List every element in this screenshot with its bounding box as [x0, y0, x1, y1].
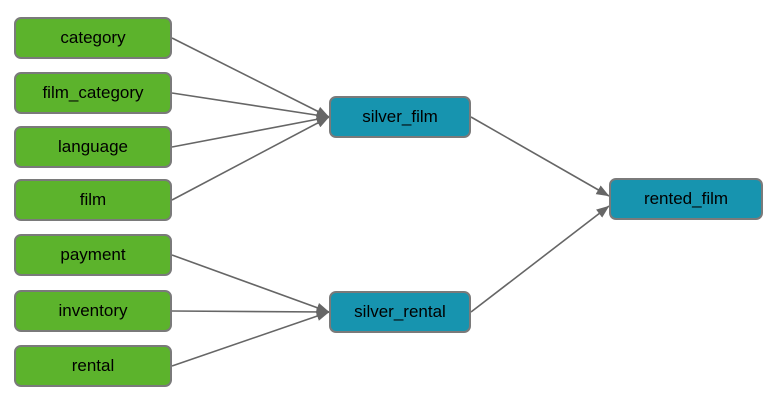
node-silver_rental-label: silver_rental [354, 302, 446, 321]
node-rented_film-label: rented_film [643, 189, 729, 208]
node-rental[interactable]: rental [14, 345, 172, 387]
node-rented_film[interactable]: rented_film [609, 178, 763, 220]
node-rental-label: rental [71, 356, 115, 375]
edge-film_category-silver_film [171, 92, 330, 121]
node-language[interactable]: language [14, 126, 172, 168]
node-inventory-label: inventory [58, 301, 128, 320]
edge-silver_film-rented_film [470, 116, 610, 197]
edge-silver_rental-rented_film [470, 205, 610, 313]
edge-inventory-silver_rental [171, 306, 330, 317]
node-silver_rental[interactable]: silver_rental [329, 291, 471, 333]
node-inventory[interactable]: inventory [14, 290, 172, 332]
edge-rental-silver_rental [171, 311, 330, 367]
edge-film-silver_film [171, 116, 330, 201]
node-silver_film[interactable]: silver_film [329, 96, 471, 138]
edge-category-silver_film [171, 37, 330, 118]
node-film_category[interactable]: film_category [14, 72, 172, 114]
node-silver_film-label: silver_film [362, 107, 438, 126]
node-language-label: language [58, 137, 128, 156]
node-category[interactable]: category [14, 17, 172, 59]
node-film-label: film [79, 190, 107, 209]
edge-payment-silver_rental [171, 254, 330, 313]
edge-language-silver_film [171, 114, 330, 148]
node-payment-label: payment [60, 245, 126, 264]
node-category-label: category [60, 28, 126, 47]
node-payment[interactable]: payment [14, 234, 172, 276]
node-film[interactable]: film [14, 179, 172, 221]
node-film_category-label: film_category [42, 83, 144, 102]
